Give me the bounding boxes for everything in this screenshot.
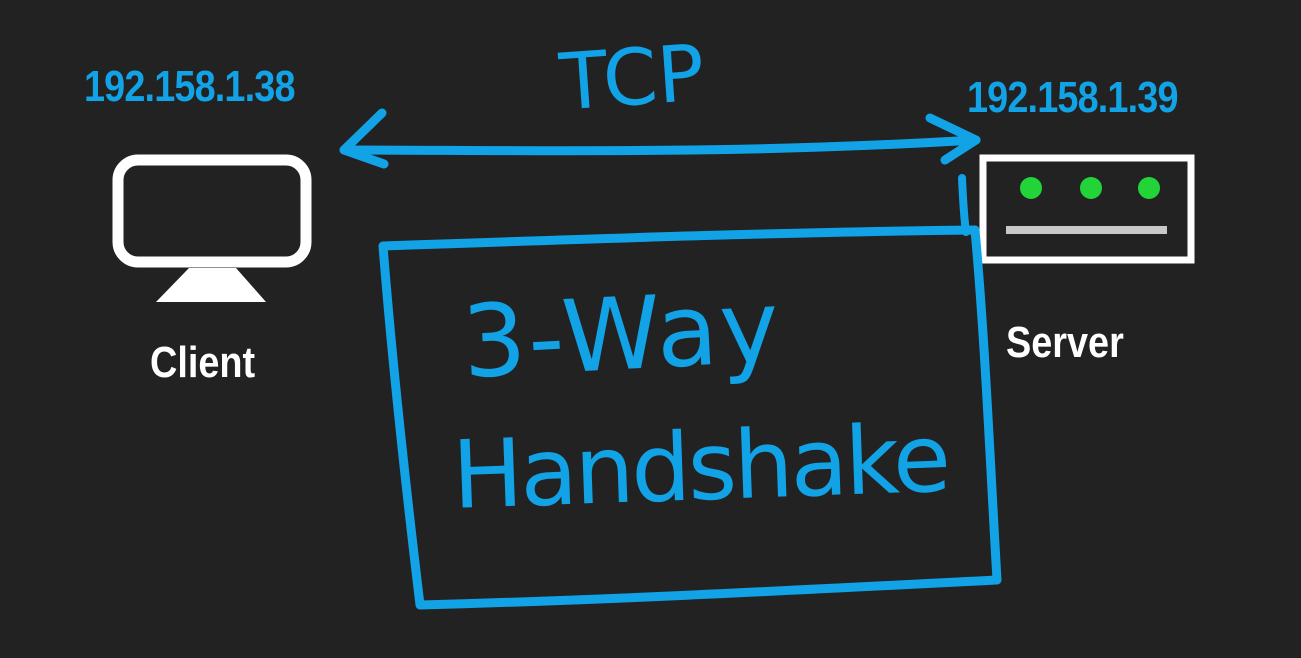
handshake-line-2: Handshake [451, 405, 950, 531]
client-label: Client [150, 338, 256, 387]
server-label: Server [1006, 318, 1124, 367]
double-arrow-icon [339, 108, 981, 169]
handshake-box [378, 225, 1002, 610]
monitor-screen [112, 154, 312, 268]
arrow-shaft [339, 135, 981, 156]
server-connector-line [958, 174, 970, 236]
connection-label: TCP [556, 29, 708, 129]
monitor-stand [156, 268, 266, 302]
server-light [1080, 177, 1102, 199]
server-frame [979, 154, 1195, 264]
client-ip: 192.158.1.38 [84, 62, 295, 111]
arrow-right-head [925, 113, 981, 165]
server-bar [1006, 226, 1167, 234]
handshake-line-1: 3-Way [459, 268, 783, 402]
server-ip: 192.158.1.39 [967, 73, 1178, 122]
server-light [1020, 177, 1042, 199]
server-light [1138, 177, 1160, 199]
monitor-icon [112, 154, 312, 302]
server-icon [979, 154, 1195, 264]
arrow-left-head [339, 108, 389, 169]
